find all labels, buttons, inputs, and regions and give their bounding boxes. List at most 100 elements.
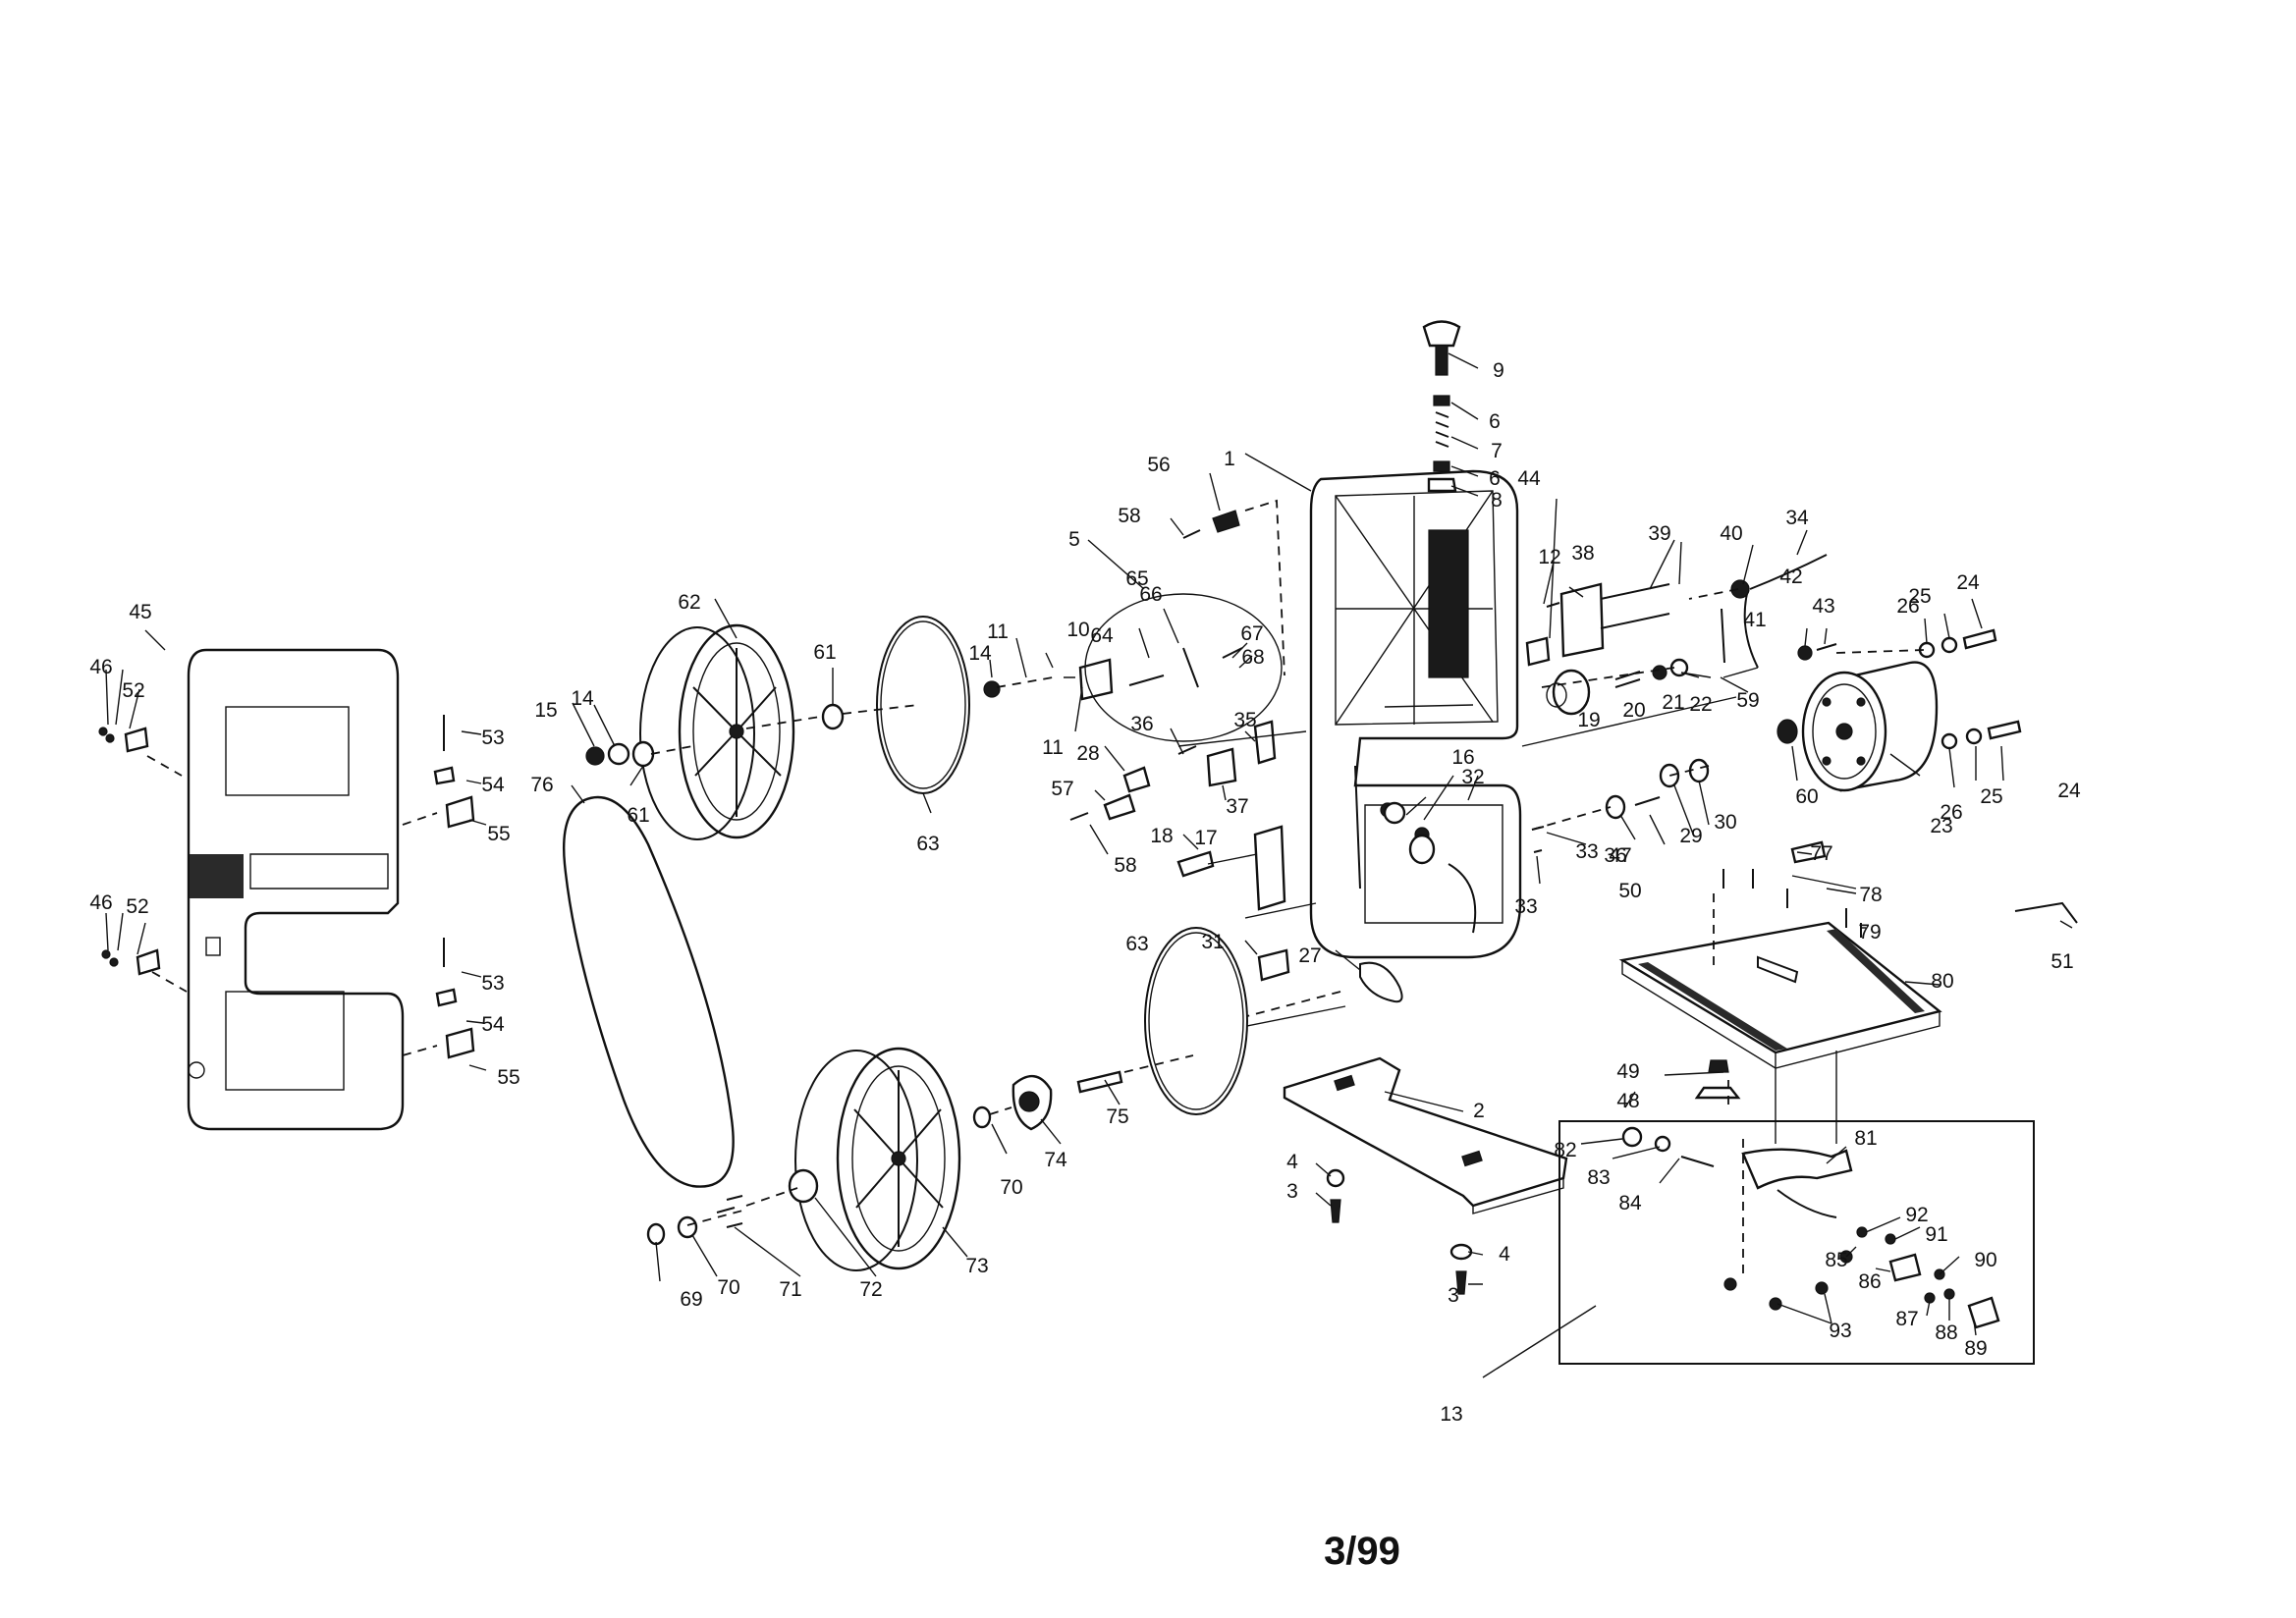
part-label-9: 9 (1493, 359, 1504, 382)
part-label-73: 73 (965, 1255, 988, 1277)
part-label-1: 1 (1224, 448, 1235, 470)
small-parts-drawing (98, 320, 2078, 1329)
part-label-24: 24 (1956, 571, 1980, 594)
part-label-69: 69 (680, 1288, 702, 1311)
part-label-37: 37 (1226, 795, 1248, 818)
part-label-88: 88 (1935, 1321, 1957, 1344)
part-label-6: 6 (1489, 410, 1501, 433)
part-label-74: 74 (1044, 1149, 1067, 1171)
part-label-22: 22 (1689, 693, 1712, 716)
part-label-68: 68 (1241, 646, 1264, 669)
part-label-38: 38 (1571, 542, 1594, 565)
part-label-77: 77 (1810, 842, 1832, 865)
part-label-42: 42 (1779, 566, 1802, 588)
part-label-16: 16 (1451, 746, 1474, 769)
part-label-70: 70 (717, 1276, 739, 1299)
part-label-25: 25 (1908, 585, 1931, 608)
part-label-72: 72 (859, 1278, 882, 1301)
base-drawing (1283, 1056, 1568, 1214)
part-label-91: 91 (1925, 1223, 1947, 1246)
assembly-lines (146, 499, 1926, 1276)
part-label-53: 53 (481, 972, 504, 995)
part-label-67: 67 (1240, 622, 1263, 645)
part-label-48: 48 (1616, 1090, 1639, 1112)
part-label-89: 89 (1964, 1337, 1987, 1360)
part-label-4: 4 (1286, 1151, 1298, 1173)
part-label-35: 35 (1233, 709, 1256, 731)
part-label-64: 64 (1090, 624, 1114, 647)
table-drawing (1618, 921, 1942, 1069)
part-label-31: 31 (1201, 931, 1224, 953)
part-label-81: 81 (1854, 1127, 1877, 1150)
part-label-56: 56 (1147, 454, 1170, 476)
part-label-46: 46 (89, 891, 112, 914)
part-label-82: 82 (1554, 1139, 1576, 1161)
part-label-55: 55 (487, 823, 510, 845)
part-label-24: 24 (2057, 780, 2081, 802)
part-label-25: 25 (1980, 785, 2002, 808)
part-label-59: 59 (1736, 689, 1759, 712)
part-label-92: 92 (1905, 1204, 1928, 1226)
part-label-85: 85 (1825, 1249, 1847, 1271)
part-label-71: 71 (779, 1278, 801, 1301)
part-label-63: 63 (916, 833, 939, 855)
part-label-29: 29 (1679, 825, 1702, 847)
part-label-43: 43 (1812, 595, 1834, 618)
part-label-47: 47 (1609, 844, 1631, 867)
part-label-6: 6 (1489, 467, 1501, 490)
wheel-cover-drawing (187, 648, 405, 1131)
part-label-34: 34 (1785, 507, 1809, 529)
part-label-65: 65 (1125, 567, 1148, 590)
part-label-10: 10 (1066, 619, 1089, 641)
part-label-30: 30 (1714, 811, 1736, 834)
part-label-19: 19 (1577, 709, 1600, 731)
part-label-49: 49 (1616, 1060, 1639, 1083)
part-label-13: 13 (1440, 1403, 1462, 1426)
part-label-36: 36 (1604, 844, 1626, 867)
part-label-14: 14 (571, 687, 594, 710)
part-label-79: 79 (1858, 921, 1881, 944)
part-label-60: 60 (1795, 785, 1818, 808)
part-label-51: 51 (2050, 950, 2073, 973)
part-label-53: 53 (481, 727, 504, 749)
part-label-11: 11 (1042, 736, 1064, 759)
part-label-45: 45 (129, 601, 151, 623)
part-label-84: 84 (1618, 1192, 1642, 1214)
upper-wheel-drawing (639, 623, 795, 840)
part-label-26: 26 (1940, 801, 1962, 824)
part-label-57: 57 (1051, 778, 1073, 800)
part-label-54: 54 (481, 1013, 505, 1036)
part-label-52: 52 (122, 679, 144, 702)
tire-drawing (876, 616, 1248, 1115)
part-label-5: 5 (1068, 528, 1080, 551)
part-label-55: 55 (497, 1066, 519, 1089)
motor-drawing (1801, 661, 1939, 792)
part-label-52: 52 (126, 895, 148, 918)
part-label-28: 28 (1076, 742, 1099, 765)
part-label-70: 70 (1000, 1176, 1022, 1199)
part-label-40: 40 (1720, 522, 1742, 545)
part-label-39: 39 (1648, 522, 1670, 545)
part-label-26: 26 (1896, 595, 1919, 618)
frame-drawing (1309, 469, 1522, 959)
part-label-75: 75 (1106, 1106, 1128, 1128)
part-label-58: 58 (1118, 505, 1140, 527)
part-label-50: 50 (1618, 880, 1641, 902)
part-label-93: 93 (1829, 1320, 1851, 1342)
part-label-15: 15 (534, 699, 557, 722)
part-label-58: 58 (1114, 854, 1136, 877)
part-label-18: 18 (1150, 825, 1173, 847)
belt-drawing (563, 795, 735, 1188)
part-label-61: 61 (813, 641, 836, 664)
part-label-33: 33 (1575, 840, 1598, 863)
page-number: 3/99 (1324, 1530, 1400, 1573)
part-label-62: 62 (678, 591, 700, 614)
part-label-44: 44 (1517, 467, 1541, 490)
part-label-12: 12 (1538, 546, 1560, 568)
part-label-90: 90 (1974, 1249, 1996, 1271)
part-label-27: 27 (1298, 944, 1321, 967)
leader-lines (105, 352, 2073, 1378)
part-label-3: 3 (1286, 1180, 1298, 1203)
part-label-21: 21 (1662, 691, 1684, 714)
